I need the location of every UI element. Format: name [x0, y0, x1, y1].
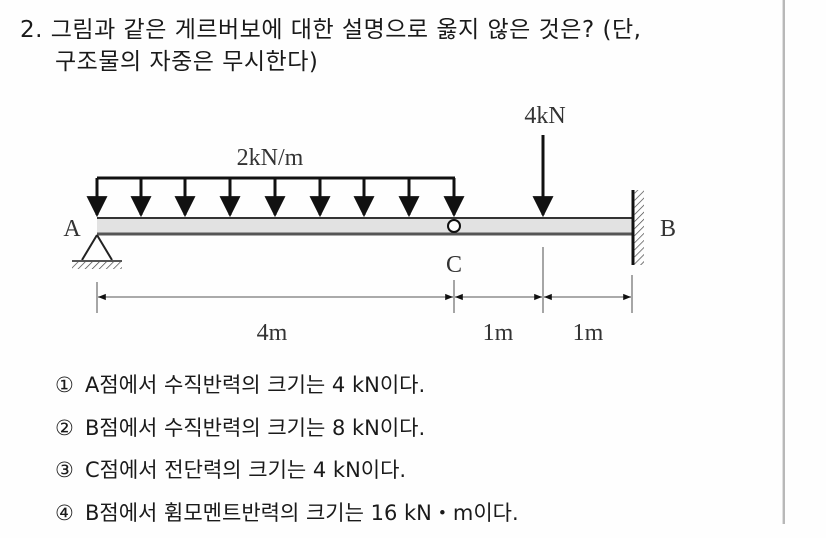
- page-divider: [782, 0, 785, 524]
- option-2-number: ②: [55, 411, 85, 445]
- option-1-number: ①: [55, 368, 85, 402]
- option-3-number: ③: [55, 453, 85, 487]
- hinge-c-label: C: [446, 252, 462, 278]
- support-b-label: B: [660, 216, 676, 242]
- option-4-number: ④: [55, 496, 85, 530]
- gerber-beam-figure: 2kN/m 4kN C A B: [0, 0, 780, 360]
- fixed-support-b-icon: [633, 190, 644, 265]
- option-2-text: B점에서 수직반력의 크기는 8 kN이다.: [85, 416, 425, 440]
- distributed-load: [97, 178, 455, 215]
- support-a-label: A: [63, 216, 81, 242]
- beam: [97, 218, 632, 234]
- option-3-text: C점에서 전단력의 크기는 4 kN이다.: [85, 458, 406, 482]
- distributed-load-label: 2kN/m: [237, 145, 304, 171]
- dimension-label-load-b: 1m: [573, 320, 604, 346]
- hinge-c-icon: [448, 220, 460, 232]
- dimension-label-c-load: 1m: [483, 320, 514, 346]
- option-1-text: A점에서 수직반력의 크기는 4 kN이다.: [85, 373, 425, 397]
- option-4-text: B점에서 휨모멘트반력의 크기는 16 kN・m이다.: [85, 501, 519, 525]
- point-load-label: 4kN: [524, 103, 565, 129]
- dimension-label-ac: 4m: [257, 320, 288, 346]
- dimension-lines: [97, 247, 632, 313]
